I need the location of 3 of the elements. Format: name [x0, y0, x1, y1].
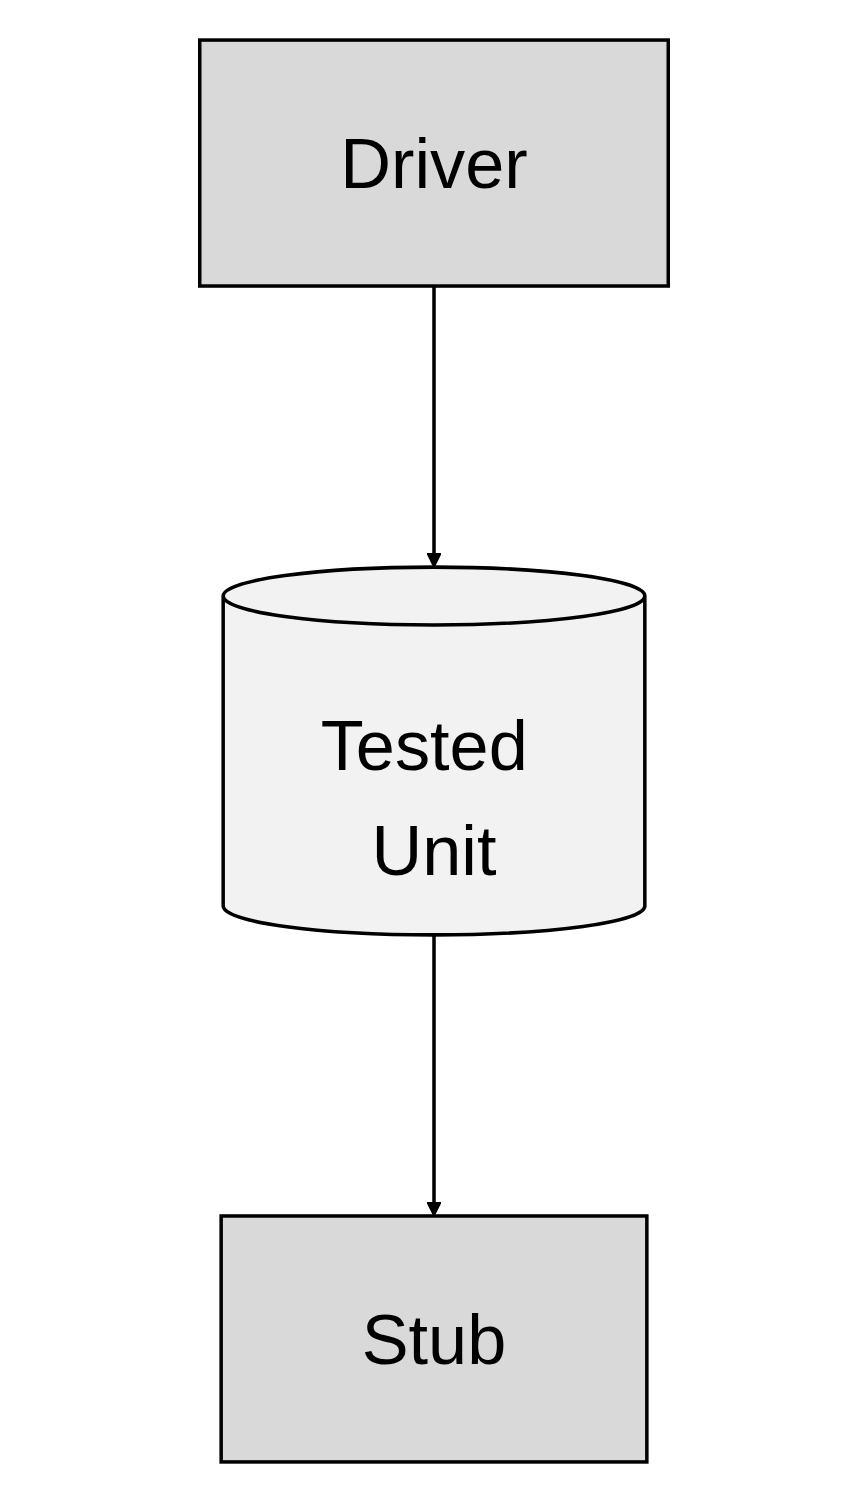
node-box: Stub: [218, 1213, 649, 1464]
arrow: [425, 285, 442, 568]
node-box: Driver: [197, 37, 670, 288]
